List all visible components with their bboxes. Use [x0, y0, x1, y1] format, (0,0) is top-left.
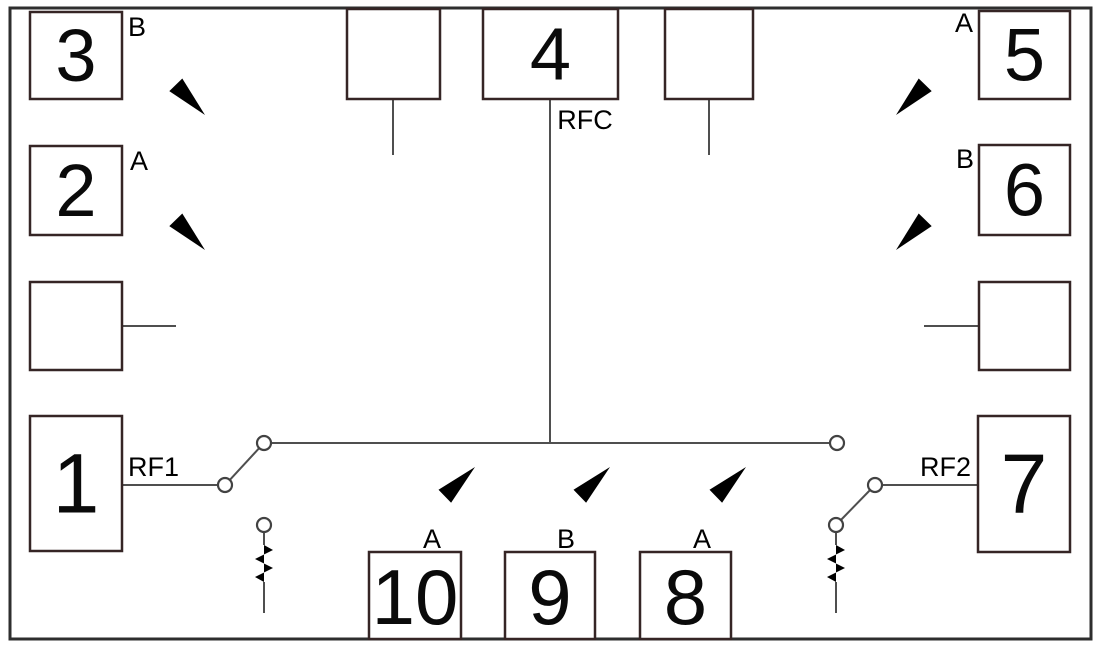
pad-6-control-label: B — [956, 144, 974, 174]
pad-5-control-label: A — [955, 8, 973, 38]
pad-2-control-arrow-icon — [122, 190, 205, 250]
pad-6-number: 6 — [1004, 149, 1045, 232]
pad-10-control-label: A — [423, 524, 441, 554]
rf1-port-label: RF1 — [128, 452, 179, 482]
pad-5-number: 5 — [1004, 14, 1045, 97]
right-side-ground-icon — [903, 301, 924, 351]
pad-3-number: 3 — [55, 14, 96, 97]
pad-6-control-arrow-icon — [896, 190, 979, 250]
pad-4-box — [481, 7, 620, 101]
rf2-switch-arm — [840, 489, 871, 521]
top-left-ground-icon — [367, 155, 419, 175]
pad-3-control-arrow-icon — [122, 55, 205, 115]
bus-left-node — [255, 434, 273, 452]
top-right-ground-icon — [683, 155, 735, 175]
pad-10-box — [367, 550, 463, 641]
grounded-pad-right-box — [977, 280, 1072, 372]
pad-5-box — [977, 9, 1072, 101]
pad-7-box — [976, 414, 1072, 554]
right-shunt-resistor — [827, 545, 845, 582]
pad-1-number: 1 — [53, 437, 100, 531]
pad-2-control-label: A — [130, 146, 148, 176]
pad-8-control-label: A — [693, 524, 711, 554]
pad-7-number: 7 — [1001, 437, 1048, 531]
pad-5-control-arrow-icon — [896, 55, 979, 115]
pad-1-box — [28, 414, 124, 553]
grounded-pad-top-right-box — [663, 7, 755, 101]
right-shunt-node — [827, 516, 845, 534]
left-shunt-node — [255, 516, 273, 534]
bus-right-node — [828, 434, 846, 452]
left-shunt-ground-icon — [238, 613, 290, 633]
pad-2-number: 2 — [55, 149, 96, 232]
rf2-port-label: RF2 — [920, 452, 971, 482]
rf1-switch-arm — [229, 447, 260, 481]
rf1-throw-node — [216, 476, 234, 494]
pad-9-control-label: B — [557, 524, 575, 554]
pad-2-box — [28, 144, 124, 237]
rfc-port-label: RFC — [557, 105, 613, 135]
left-side-ground-icon — [176, 301, 197, 351]
pad-9-box — [503, 550, 597, 641]
rf2-throw-node — [866, 476, 884, 494]
pad-3-control-label: B — [128, 12, 146, 42]
pad-4-number: 4 — [530, 13, 571, 96]
pad-3-box — [28, 10, 124, 101]
pad-6-box — [977, 143, 1072, 237]
pad-8-number: 8 — [664, 553, 707, 641]
left-shunt-resistor — [255, 545, 273, 582]
right-shunt-ground-icon — [810, 613, 862, 633]
pad-8-box — [638, 550, 733, 641]
grounded-pad-top-left-box — [345, 7, 442, 101]
pad-9-number: 9 — [528, 553, 571, 641]
pad-10-number: 10 — [372, 553, 459, 641]
grounded-pad-left-box — [28, 280, 124, 372]
